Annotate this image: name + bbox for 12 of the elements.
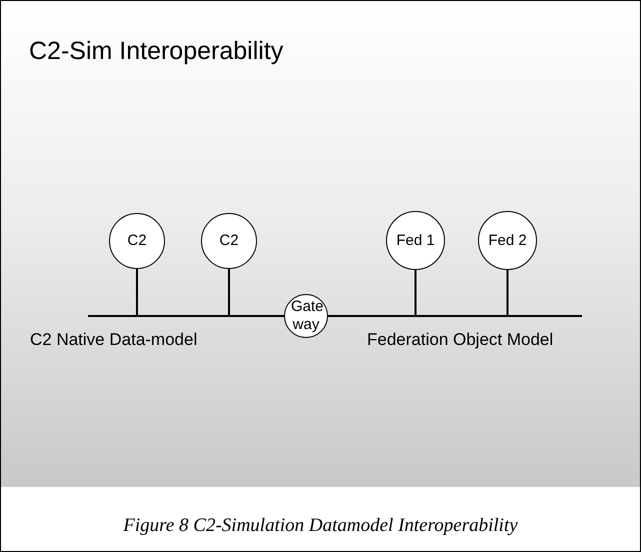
connector-line	[228, 269, 230, 315]
figure-caption: Figure 8 C2-Simulation Datamodel Interoperability	[122, 515, 519, 537]
bus-label: Federation Object Model	[367, 330, 554, 350]
connector-line	[414, 270, 416, 315]
bus-label: C2 Native Data-model	[30, 330, 198, 350]
connector-line	[136, 269, 138, 315]
connector-line	[328, 315, 340, 317]
bus-line	[340, 315, 582, 317]
connector-line	[274, 315, 284, 317]
slide-title: C2-Sim Interoperability	[29, 37, 284, 66]
bus-line	[88, 315, 274, 317]
connector-line	[506, 270, 508, 315]
